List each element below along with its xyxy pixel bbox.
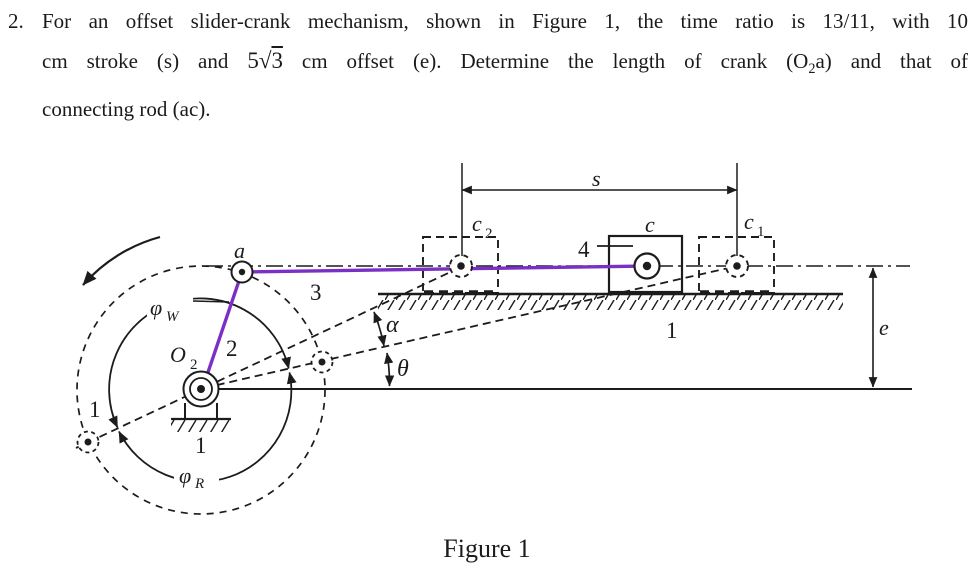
label-c1-sub: 1: [757, 224, 765, 240]
dead-center-line-folded: [75, 266, 462, 449]
label-frame-1-base: 1: [195, 433, 207, 458]
joint-c-dot: [642, 261, 652, 271]
problem-text: 2. For an offset slider-crank mechanism,…: [8, 1, 968, 129]
problem-number: 2.: [8, 9, 24, 33]
label-phi-w-sub: W: [166, 309, 180, 325]
joint-b2-dot: [84, 438, 92, 446]
rotation-direction-arrow: [82, 235, 161, 286]
label-phi-r: φ: [179, 463, 191, 488]
label-link-4: 4: [578, 237, 590, 262]
label-e: e: [879, 315, 889, 340]
phi-r-label-backing: [174, 462, 219, 487]
problem-line-1-text: For an offset slider-crank mechanism, sh…: [42, 9, 968, 33]
joint-b1-dot: [318, 358, 326, 366]
label-frame-1-guide: 1: [666, 318, 678, 343]
problem-line-3: connecting rod (ac).: [8, 89, 968, 129]
pivot-center-dot: [197, 385, 205, 393]
label-link-2: 2: [226, 336, 238, 361]
label-frame-1-left: 1: [89, 397, 101, 422]
label-c2-sub: 2: [485, 226, 493, 242]
radical-sign: √: [258, 48, 272, 73]
alpha-angle-arc: [373, 311, 387, 347]
label-phi-r-sub: R: [194, 476, 204, 492]
guide-hatching: [378, 295, 843, 310]
label-theta: θ: [397, 356, 409, 382]
label-c2: c: [472, 211, 482, 236]
o2-subscript: 2: [808, 61, 816, 78]
label-phi-w: φ: [150, 295, 162, 320]
line2-before: cm stroke (s) and: [42, 49, 229, 73]
label-c1: c: [744, 209, 754, 234]
theta-angle-arc: [384, 352, 395, 387]
figure-caption: Figure 1: [443, 534, 530, 563]
line2-end: a) and that of: [815, 49, 968, 73]
radicand: 3: [271, 48, 283, 73]
phi-w-arc: [108, 297, 291, 429]
slider-ghost-c1: [698, 236, 775, 294]
label-o2: O: [170, 342, 186, 367]
phi-w-leader-line: [192, 300, 230, 303]
label-link-3: 3: [310, 280, 322, 305]
joint-c1-dot: [733, 262, 741, 270]
label-alpha: α: [386, 312, 399, 338]
problem-line-3-text: connecting rod (ac).: [42, 97, 211, 122]
slider-ghost-c2: [422, 236, 499, 294]
sqrt-coefficient: 5: [247, 48, 259, 73]
phi-r-arc: [118, 371, 297, 483]
joint-a-dot: [238, 268, 246, 276]
phi-w-label-backing: [147, 291, 193, 319]
connecting-rod-link-3: [241, 264, 648, 274]
crank-link-2: [201, 271, 244, 388]
label-c: c: [645, 212, 655, 237]
label-s: s: [592, 166, 601, 191]
problem-line-2: cm stroke (s) and 5√3 cm offset (e). Det…: [8, 41, 968, 89]
pedestal-hatching: [171, 420, 231, 432]
slider-block-c: [607, 234, 684, 294]
problem-line-1: 2. For an offset slider-crank mechanism,…: [8, 1, 968, 41]
joint-c2-dot: [457, 262, 465, 270]
dead-center-line-extended: [203, 265, 738, 389]
line2-after: cm offset (e). Determine the length of c…: [301, 49, 809, 73]
label-o2-sub: 2: [190, 357, 198, 373]
label-a: a: [234, 238, 245, 263]
